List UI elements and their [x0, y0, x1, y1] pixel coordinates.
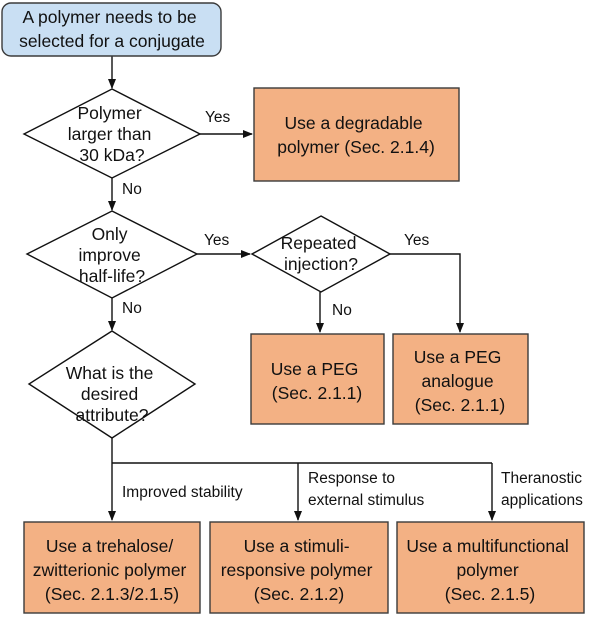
- decision-size-text: Polymer larger than 30 kDa?: [68, 103, 157, 165]
- start-box: A polymer needs to be selected for a con…: [1, 2, 222, 57]
- decision-attribute-text: What is the desired attribute?: [66, 363, 158, 425]
- label-response-line-2: external stimulus: [308, 492, 425, 509]
- start-line-1: A polymer needs to be: [22, 7, 196, 27]
- outcome-degradable-shape: [253, 87, 460, 182]
- decision-repeated-line-2: injection?: [284, 254, 358, 274]
- decision-attribute-line-3: attribute?: [76, 405, 149, 425]
- outcome-multifunctional-line-2: polymer: [456, 560, 518, 580]
- decision-halflife-line-1: Only: [92, 224, 128, 244]
- label-halflife-yes: Yes: [204, 232, 230, 249]
- label-halflife-no: No: [122, 300, 142, 317]
- outcome-stimuli-shape: [209, 521, 389, 614]
- decision-attribute-line-2: desired: [81, 384, 138, 404]
- label-theranostic-line-2: applications: [501, 492, 583, 509]
- decision-size-line-1: Polymer: [77, 103, 141, 123]
- outcome-stimuli-line-1: Use a stimuli-: [244, 536, 350, 556]
- decision-repeated-line-1: Repeated: [281, 233, 357, 253]
- outcome-peg: Use a PEG (Sec. 2.1.1): [250, 333, 385, 425]
- decision-halflife-shape: [25, 210, 199, 299]
- outcome-peg-analogue-line-3: (Sec. 2.1.1): [415, 395, 505, 415]
- outcome-peg-analogue-shape: [392, 333, 529, 425]
- decision-halflife: Only improve half-life?: [25, 210, 199, 299]
- decision-repeated: Repeated injection?: [250, 215, 392, 293]
- outcome-stimuli: Use a stimuli- responsive polymer (Sec. …: [209, 521, 389, 614]
- label-response-line-1: Response to: [308, 470, 395, 487]
- label-size-no: No: [122, 181, 142, 198]
- decision-attribute: What is the desired attribute?: [27, 330, 197, 439]
- label-theranostic-line-1: Theranostic: [501, 470, 582, 487]
- decision-halflife-text: Only improve half-life?: [78, 224, 145, 286]
- outcome-trehalose-line-3: (Sec. 2.1.3/2.1.5): [45, 584, 179, 604]
- outcome-peg-line-2: (Sec. 2.1.1): [272, 383, 362, 403]
- decision-size-line-3: 30 kDa?: [79, 145, 144, 165]
- outcome-peg-shape: [250, 333, 385, 425]
- decision-size-shape: [22, 88, 202, 179]
- label-theranostic: Theranostic applications: [501, 470, 586, 509]
- outcome-peg-analogue-line-1: Use a PEG: [414, 347, 502, 367]
- label-size-yes: Yes: [205, 109, 231, 126]
- outcome-peg-analogue-line-2: analogue: [422, 371, 494, 391]
- outcome-multifunctional-line-1: Use a multifunctional: [406, 536, 568, 556]
- outcome-multifunctional: Use a multifunctional polymer (Sec. 2.1.…: [396, 521, 585, 614]
- outcome-degradable-line-2: polymer (Sec. 2.1.4): [277, 137, 435, 157]
- decision-size-line-2: larger than: [68, 124, 152, 144]
- outcome-multifunctional-shape: [396, 521, 585, 614]
- outcome-degradable: Use a degradable polymer (Sec. 2.1.4): [253, 87, 460, 182]
- decision-attribute-shape: [27, 330, 197, 439]
- decision-halflife-line-2: improve: [78, 245, 140, 265]
- outcome-degradable-text: Use a degradable polymer (Sec. 2.1.4): [277, 113, 435, 157]
- label-repeated-yes: Yes: [404, 232, 430, 249]
- connectors: [108, 56, 496, 521]
- outcome-degradable-line-1: Use a degradable: [284, 113, 422, 133]
- outcome-peg-analogue: Use a PEG analogue (Sec. 2.1.1): [392, 333, 529, 425]
- start-box-shape: [1, 2, 222, 57]
- decision-size: Polymer larger than 30 kDa?: [22, 88, 202, 179]
- label-improved-stability: Improved stability: [122, 484, 243, 501]
- outcome-multifunctional-text: Use a multifunctional polymer (Sec. 2.1.…: [406, 536, 573, 604]
- decision-repeated-text: Repeated injection?: [281, 233, 362, 274]
- decision-halflife-line-3: half-life?: [79, 266, 145, 286]
- outcome-stimuli-text: Use a stimuli- responsive polymer (Sec. …: [221, 536, 378, 604]
- outcome-stimuli-line-2: responsive polymer: [221, 560, 373, 580]
- outcome-peg-analogue-text: Use a PEG analogue (Sec. 2.1.1): [414, 347, 506, 415]
- start-text: A polymer needs to be selected for a con…: [19, 7, 205, 51]
- outcome-trehalose-line-1: Use a trehalose/: [46, 536, 174, 556]
- outcome-trehalose: Use a trehalose/ zwitterionic polymer (S…: [23, 521, 201, 614]
- start-line-2: selected for a conjugate: [19, 31, 205, 51]
- decision-repeated-shape: [250, 215, 392, 293]
- outcome-stimuli-line-3: (Sec. 2.1.2): [254, 584, 344, 604]
- arrow-repeated-yes: [390, 253, 464, 333]
- outcome-trehalose-line-2: zwitterionic polymer: [33, 560, 187, 580]
- outcome-peg-line-1: Use a PEG: [271, 359, 359, 379]
- edge-labels: Yes No Yes No Yes No Improved stability …: [122, 109, 586, 509]
- decision-attribute-line-1: What is the: [66, 363, 154, 383]
- outcome-trehalose-text: Use a trehalose/ zwitterionic polymer (S…: [33, 536, 192, 604]
- outcome-trehalose-shape: [23, 521, 201, 614]
- outcome-multifunctional-line-3: (Sec. 2.1.5): [445, 584, 535, 604]
- outcome-peg-text: Use a PEG (Sec. 2.1.1): [271, 359, 363, 403]
- label-repeated-no: No: [332, 302, 352, 319]
- label-response-stimulus: Response to external stimulus: [308, 470, 425, 509]
